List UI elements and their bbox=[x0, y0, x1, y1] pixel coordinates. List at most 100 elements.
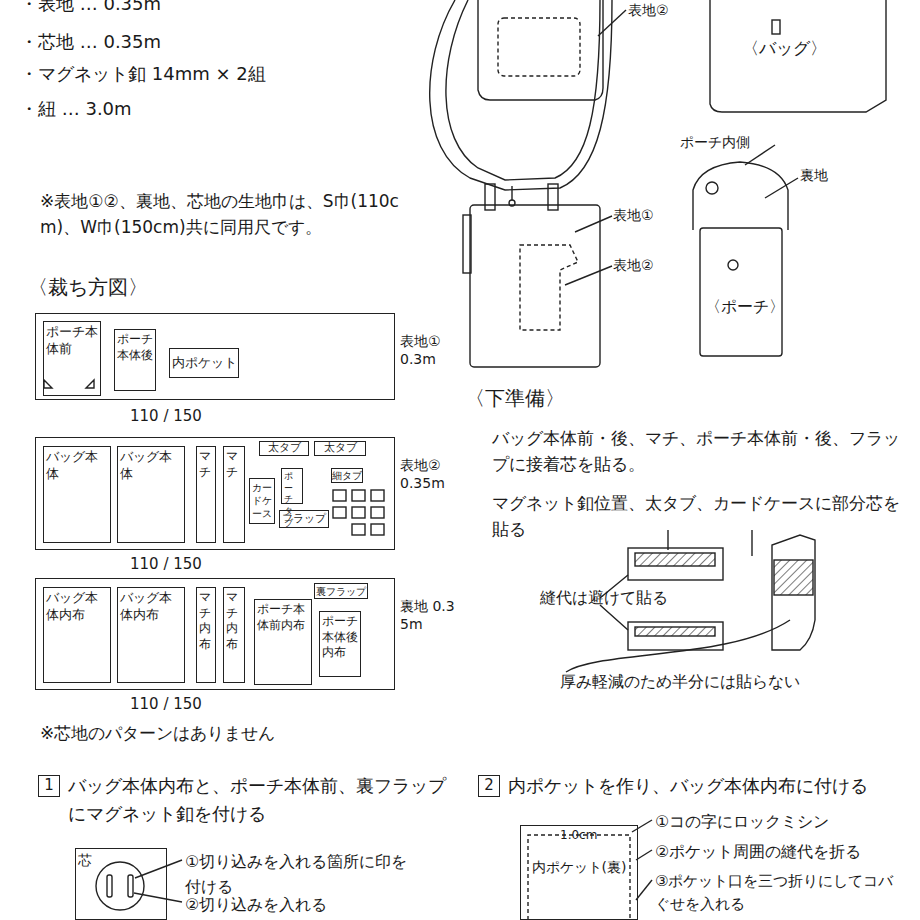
leader-line bbox=[636, 850, 652, 860]
prep-text: マグネット釦位置、太タブ、カードケースに部分芯を貼る bbox=[492, 490, 902, 543]
fabric-width: 110 / 150 bbox=[130, 405, 250, 428]
material-item: ・表地 … 0.35m bbox=[20, 0, 320, 18]
arrow-line bbox=[667, 530, 668, 550]
piece-name: バッグ本体内布 bbox=[120, 590, 182, 624]
fabric-label: 裏地 0.35m bbox=[400, 597, 456, 633]
piece-name: 2 bbox=[484, 776, 494, 796]
pattern-piece: バッグ本体 bbox=[117, 446, 185, 543]
small-piece bbox=[352, 490, 365, 501]
pattern-piece: フラップ bbox=[279, 510, 329, 528]
part-label: 裏地 bbox=[800, 165, 860, 187]
piece-name: ポーチ本体前 bbox=[46, 324, 98, 358]
part-label: 表地② bbox=[628, 0, 688, 22]
step-text: 内ポケットを作り、バッグ本体内布に付ける bbox=[508, 772, 908, 800]
callout-text: 厚み軽減のため半分には貼らない bbox=[560, 670, 860, 695]
interfacing bbox=[635, 627, 715, 636]
leader-line bbox=[598, 10, 626, 36]
leader-line bbox=[751, 530, 752, 556]
section-heading: 〈裁ち方図〉 bbox=[28, 272, 228, 303]
small-piece bbox=[371, 524, 384, 535]
leader-line bbox=[636, 880, 652, 900]
tab-piece bbox=[628, 622, 723, 650]
interfacing bbox=[774, 560, 813, 595]
part-label: 表地① bbox=[613, 205, 673, 227]
small-piece bbox=[371, 507, 384, 518]
pattern-piece: バッグ本体内布 bbox=[117, 587, 185, 683]
step-text: バッグ本体内布と、ポーチ本体前、裏フラップにマグネット釦を付ける bbox=[68, 772, 448, 828]
leader-line bbox=[575, 216, 612, 232]
note: ※表地①②、裏地、芯地の生地巾は、S巾(110cm)、W巾(150cm)共に同用… bbox=[40, 188, 420, 241]
small-piece bbox=[371, 490, 384, 501]
piece-name: 内ポケット(裏) bbox=[523, 858, 635, 876]
leader-line bbox=[566, 620, 790, 672]
tab-piece bbox=[628, 548, 723, 580]
pattern-piece: 内ポケット bbox=[169, 348, 239, 378]
leader-line bbox=[565, 266, 612, 285]
card-pocket bbox=[520, 245, 578, 330]
material-item: ・紐 … 3.0m bbox=[20, 95, 320, 123]
bag-tab bbox=[772, 20, 780, 34]
zipper-pull bbox=[511, 186, 512, 200]
step-number: 2 bbox=[478, 775, 500, 797]
fabric-label: 表地② 0.35m bbox=[400, 456, 456, 492]
piece-name: ポーチ本体前内布 bbox=[257, 602, 309, 633]
piece-name: ポーチ本体後内布 bbox=[322, 614, 358, 661]
magnet-button bbox=[728, 260, 738, 270]
pattern-piece: ポーチ本体前 bbox=[43, 321, 101, 396]
leader-line bbox=[134, 893, 182, 902]
bag-pocket bbox=[498, 18, 580, 76]
step-number: 1 bbox=[38, 775, 60, 797]
notch bbox=[44, 380, 94, 388]
material-item: ・芯地 … 0.35m bbox=[20, 28, 320, 56]
pattern-piece: バッグ本体 bbox=[43, 446, 111, 543]
piece-name: バッグ本体内布 bbox=[46, 590, 108, 624]
interfacing-square: 芯 bbox=[75, 848, 167, 920]
pattern-piece: マチ bbox=[223, 446, 245, 543]
magnet-button bbox=[706, 182, 718, 194]
piece-name: マチ bbox=[226, 449, 242, 480]
pattern-piece: ポーチ本体後内布 bbox=[319, 611, 361, 677]
bag-strap bbox=[446, 0, 600, 180]
part-label: ポーチ内側 bbox=[680, 132, 800, 154]
piece-name: バッグ本体 bbox=[46, 449, 108, 483]
piece-name: マチ bbox=[199, 449, 213, 480]
piece-name: 太タブ bbox=[324, 441, 357, 455]
piece-name: バッグ本体 bbox=[120, 449, 182, 483]
fabric-width: 110 / 150 bbox=[130, 553, 250, 576]
step-substep: ①コの字にロックミシン bbox=[655, 810, 905, 835]
section-heading: 〈下準備〉 bbox=[465, 383, 615, 414]
pattern-piece: 細タブ bbox=[331, 468, 363, 483]
step-substep: ①切り込みを入れる箇所に印を付ける bbox=[185, 850, 415, 900]
piece-name: フラップ bbox=[282, 512, 326, 526]
small-piece bbox=[352, 524, 365, 535]
piece-name: 内ポケット bbox=[172, 355, 237, 372]
piece-name: 1 bbox=[44, 776, 54, 796]
cut-slot bbox=[107, 875, 112, 897]
pattern-piece: ポーチ本体後 bbox=[114, 329, 156, 391]
part-label: 表地② bbox=[613, 255, 673, 277]
step-substep: ③ポケット口を三つ折りにしてコバぐせを入れる bbox=[655, 870, 905, 917]
dimension: 1.0cm bbox=[560, 826, 620, 845]
small-piece bbox=[333, 507, 346, 518]
step-substep: ②ポケット周囲の縫代を折る bbox=[655, 840, 905, 865]
figure-caption: 〈ポーチ〉 bbox=[705, 295, 805, 320]
bag-outline bbox=[710, 0, 886, 112]
fabric-label: 表地① 0.3m bbox=[400, 332, 456, 368]
pattern-piece: マチ bbox=[196, 446, 216, 543]
step-substep: ②切り込みを入れる bbox=[185, 893, 415, 918]
pocket-seam bbox=[528, 835, 630, 920]
material-item: ・マグネット釦 14mm × 2組 bbox=[20, 60, 350, 88]
fabric-band: 表地② 0.35mバッグ本体バッグ本体マチマチ太タブ太タブポーチタブカードケース… bbox=[35, 437, 395, 550]
fabric-band: 裏地 0.35mバッグ本体内布バッグ本体内布マチ内布マチ内布ポーチ本体前内布ポー… bbox=[35, 578, 395, 690]
piece-name: カードケース bbox=[252, 481, 272, 520]
pattern-piece: 太タブ bbox=[259, 441, 309, 456]
piece-name: 芯 bbox=[78, 851, 164, 869]
piece-name: マチ内布 bbox=[199, 590, 213, 652]
pattern-piece: ポーチ本体前内布 bbox=[254, 599, 312, 685]
interfacing bbox=[635, 553, 715, 566]
pouch-tab bbox=[548, 184, 558, 210]
small-piece bbox=[352, 507, 365, 518]
pattern-piece: マチ内布 bbox=[196, 587, 216, 683]
fabric-band: 表地① 0.3mポーチ本体前ポーチ本体後内ポケット bbox=[35, 313, 395, 400]
